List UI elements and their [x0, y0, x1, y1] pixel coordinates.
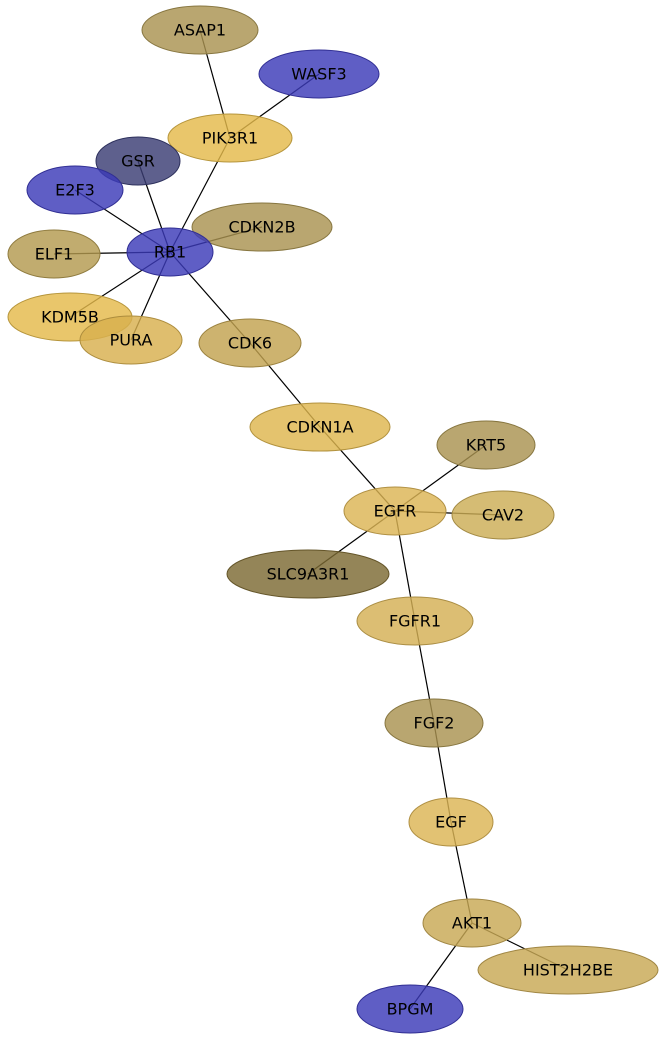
node-shape-cdkn1a	[249, 402, 391, 452]
node-shape-hist2h2be	[477, 945, 659, 995]
node-label-krt5: KRT5	[466, 436, 506, 455]
node-cdkn2b[interactable]: CDKN2B	[191, 202, 333, 252]
node-label-fgf2: FGF2	[414, 714, 455, 733]
node-cdkn1a[interactable]: CDKN1A	[249, 402, 391, 452]
node-shape-gsr	[95, 136, 181, 186]
node-shape-pura	[79, 315, 183, 365]
node-label-gsr: GSR	[121, 152, 155, 171]
node-e2f3[interactable]: E2F3	[26, 165, 124, 215]
node-slc9a3r1[interactable]: SLC9A3R1	[226, 549, 390, 599]
node-pura[interactable]: PURA	[79, 315, 183, 365]
node-shape-asap1	[141, 5, 259, 55]
node-label-cdk6: CDK6	[228, 334, 272, 353]
node-cdk6[interactable]: CDK6	[198, 318, 302, 368]
node-shape-elf1	[7, 229, 101, 279]
node-label-kdm5b: KDM5B	[41, 308, 99, 327]
node-shape-pik3r1	[167, 113, 293, 163]
node-label-hist2h2be: HIST2H2BE	[523, 961, 613, 980]
node-label-pura: PURA	[110, 331, 153, 350]
node-akt1[interactable]: AKT1	[422, 898, 522, 948]
node-label-e2f3: E2F3	[55, 181, 95, 200]
node-shape-cdk6	[198, 318, 302, 368]
node-label-cdkn2b: CDKN2B	[228, 218, 295, 237]
node-label-bpgm: BPGM	[387, 1000, 434, 1019]
node-egfr[interactable]: EGFR	[343, 486, 447, 536]
node-shape-cav2	[451, 490, 555, 540]
node-shape-rb1	[126, 227, 214, 277]
node-label-pik3r1: PIK3R1	[202, 129, 258, 148]
node-shape-egf	[408, 797, 494, 847]
node-shape-wasf3	[258, 49, 380, 99]
node-shape-e2f3	[26, 165, 124, 215]
node-shape-fgf2	[384, 698, 484, 748]
node-label-akt1: AKT1	[452, 914, 492, 933]
node-wasf3[interactable]: WASF3	[258, 49, 380, 99]
node-label-rb1: RB1	[154, 243, 186, 262]
node-shape-slc9a3r1	[226, 549, 390, 599]
node-shape-egfr	[343, 486, 447, 536]
node-shape-krt5	[436, 420, 536, 470]
node-rb1[interactable]: RB1	[126, 227, 214, 277]
node-fgfr1[interactable]: FGFR1	[356, 596, 474, 646]
node-label-cdkn1a: CDKN1A	[286, 418, 353, 437]
node-bpgm[interactable]: BPGM	[356, 984, 464, 1034]
node-label-egfr: EGFR	[374, 502, 417, 521]
node-fgf2[interactable]: FGF2	[384, 698, 484, 748]
node-shape-bpgm	[356, 984, 464, 1034]
node-label-slc9a3r1: SLC9A3R1	[267, 565, 350, 584]
node-cav2[interactable]: CAV2	[451, 490, 555, 540]
node-label-egf: EGF	[435, 813, 467, 832]
node-asap1[interactable]: ASAP1	[141, 5, 259, 55]
node-krt5[interactable]: KRT5	[436, 420, 536, 470]
node-label-fgfr1: FGFR1	[389, 612, 441, 631]
node-elf1[interactable]: ELF1	[7, 229, 101, 279]
node-egf[interactable]: EGF	[408, 797, 494, 847]
node-label-elf1: ELF1	[35, 245, 73, 264]
node-shape-cdkn2b	[191, 202, 333, 252]
node-gsr[interactable]: GSR	[95, 136, 181, 186]
node-label-cav2: CAV2	[482, 506, 524, 525]
node-shape-fgfr1	[356, 596, 474, 646]
node-label-asap1: ASAP1	[174, 21, 226, 40]
node-label-wasf3: WASF3	[291, 65, 346, 84]
node-hist2h2be[interactable]: HIST2H2BE	[477, 945, 659, 995]
node-shape-akt1	[422, 898, 522, 948]
node-pik3r1[interactable]: PIK3R1	[167, 113, 293, 163]
